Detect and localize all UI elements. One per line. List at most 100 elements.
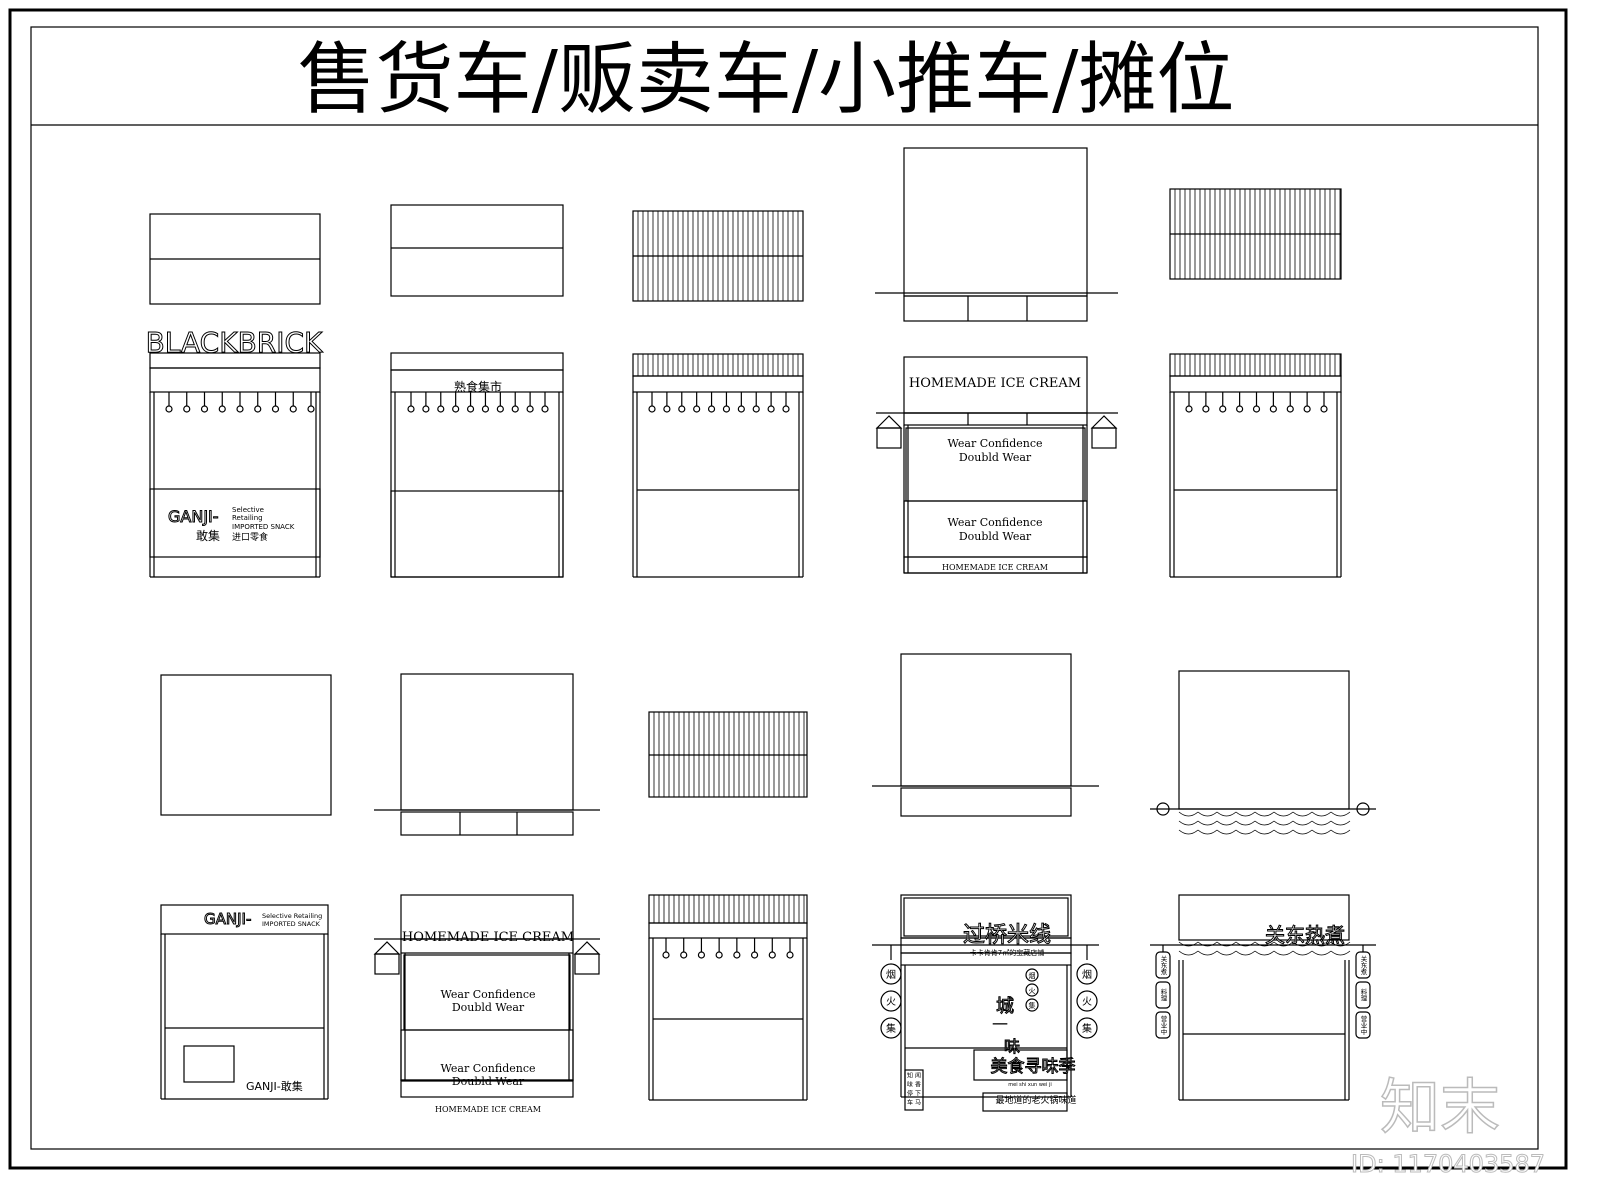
id-label: ID: 1170403587 bbox=[1351, 1150, 1545, 1178]
icecream1-panel-a-2: Doubld Wear bbox=[959, 451, 1032, 464]
bulb-icon bbox=[481, 405, 490, 413]
icecream1-panel-a-1: Wear Confidence bbox=[948, 437, 1043, 450]
roof-tile bbox=[1273, 820, 1294, 826]
noodle-sign: 过桥米线 bbox=[963, 923, 1051, 948]
roof-tile bbox=[1273, 941, 1294, 947]
lanterns: 烟火集烟火集烟火集知闻味香停下车马 bbox=[880, 951, 1371, 1107]
top-view bbox=[160, 674, 332, 816]
hanging-lamp bbox=[1091, 427, 1117, 449]
bulb-icon bbox=[750, 951, 759, 959]
side-note-char: 停 bbox=[907, 1090, 913, 1098]
wheel-icon bbox=[1156, 802, 1170, 816]
roof-tile bbox=[1311, 829, 1332, 835]
roof-tile bbox=[1216, 811, 1237, 817]
icecream2-panel-a-1: Wear Confidence bbox=[441, 988, 536, 1001]
lantern-char: 集 bbox=[1082, 1022, 1092, 1035]
side-note-char: 车 bbox=[907, 1099, 913, 1107]
lantern-char: 烟 bbox=[1082, 968, 1092, 981]
lantern-body bbox=[1155, 951, 1171, 979]
roof-tile bbox=[1330, 811, 1351, 817]
noodle-wall-3: 味 bbox=[1004, 1037, 1020, 1056]
roof-tile bbox=[1235, 829, 1256, 835]
drawer bbox=[900, 787, 1072, 817]
bulb-icon bbox=[737, 405, 745, 413]
icecream2-footer: HOMEMADE ICE CREAM bbox=[435, 1105, 541, 1114]
ganji2-sign-l2: IMPORTED SNACK bbox=[262, 920, 321, 928]
top-view bbox=[390, 204, 564, 297]
hanging-lamp bbox=[373, 941, 401, 955]
roof-tile bbox=[1254, 941, 1275, 947]
bulb-icon bbox=[1269, 405, 1277, 413]
oden-lantern-right-1: 关东煮 bbox=[1359, 954, 1367, 976]
hanging-lamp bbox=[574, 953, 600, 975]
roof-tile bbox=[1197, 941, 1218, 947]
bulb-icon bbox=[437, 405, 445, 413]
ganji-line2: Retailing bbox=[232, 514, 263, 522]
bulb-icon bbox=[1185, 405, 1193, 413]
noodle-pinyin: mei shi xun wei ji bbox=[1008, 1082, 1052, 1088]
roof-tile bbox=[1197, 950, 1218, 956]
bulb-icon bbox=[680, 951, 688, 959]
lantern-body bbox=[1355, 951, 1371, 979]
hanging-lamp bbox=[875, 415, 903, 429]
lantern-body bbox=[1155, 1011, 1171, 1039]
inner-frame bbox=[30, 26, 1539, 1150]
lantern-body bbox=[1155, 981, 1171, 1009]
bulb-icon bbox=[722, 405, 731, 413]
oden-sign: 关东热煮 bbox=[1265, 923, 1345, 947]
roof-tile bbox=[1178, 820, 1199, 826]
hanging-lamp bbox=[876, 427, 902, 449]
roof-tile bbox=[1311, 820, 1332, 826]
cart-drawings bbox=[149, 147, 1376, 1112]
roof-tile bbox=[1273, 829, 1294, 835]
counter bbox=[149, 488, 321, 558]
side-note-char: 味 bbox=[907, 1081, 913, 1089]
bulb-icon bbox=[768, 951, 776, 959]
bulb-icon bbox=[662, 951, 670, 959]
wheel-icon bbox=[1356, 802, 1370, 816]
roof-tile bbox=[1197, 820, 1218, 826]
icecream1-panel-b-2: Doubld Wear bbox=[959, 530, 1032, 543]
bulb-icon bbox=[1236, 405, 1244, 413]
wall-badge bbox=[1025, 983, 1039, 997]
bulb-icon bbox=[733, 951, 741, 959]
wall-badge-char: 集 bbox=[1029, 1001, 1036, 1010]
roof-tile bbox=[1330, 941, 1351, 947]
noodle-slogan: 最地道的老火锅味道 bbox=[995, 1094, 1076, 1106]
lantern-circle bbox=[1076, 990, 1098, 1012]
lantern-circle bbox=[880, 1017, 902, 1039]
bulb-icon bbox=[541, 405, 549, 413]
oden-lantern-right-2: 料理 bbox=[1359, 987, 1367, 1002]
roof-tile bbox=[1292, 811, 1313, 817]
roof-tile bbox=[1216, 950, 1237, 956]
watermark-logo: 知末 bbox=[1380, 1073, 1500, 1143]
canopy bbox=[900, 952, 1072, 966]
roof-tile bbox=[1178, 941, 1199, 947]
roof-tile bbox=[1292, 829, 1313, 835]
canopy bbox=[390, 352, 564, 371]
lantern-char: 火 bbox=[886, 996, 896, 1008]
roof-tile bbox=[1178, 829, 1199, 835]
bulb-icon bbox=[271, 405, 280, 413]
display-panel bbox=[183, 1045, 235, 1083]
bulb-icon bbox=[715, 951, 723, 959]
side-note-char: 香 bbox=[915, 1081, 921, 1089]
bulb-icon bbox=[407, 405, 415, 413]
roof-tile bbox=[1292, 950, 1313, 956]
roof-tile bbox=[1254, 811, 1275, 817]
lower-panel bbox=[903, 500, 1088, 558]
drawer bbox=[400, 811, 574, 836]
ganji-brand: GANJI- bbox=[168, 507, 219, 526]
hanging-lamp bbox=[374, 953, 400, 975]
bulb-icon bbox=[752, 405, 760, 413]
roof-tile bbox=[1216, 941, 1237, 947]
blackbrick-sign: BLACKBRICK bbox=[146, 326, 323, 359]
top-view bbox=[903, 147, 1088, 297]
sign-board bbox=[160, 904, 329, 935]
side-note-char: 马 bbox=[915, 1099, 921, 1107]
roof-tile bbox=[1178, 811, 1199, 817]
roof-tile bbox=[1235, 811, 1256, 817]
lantern-char: 集 bbox=[886, 1022, 896, 1035]
lantern-body bbox=[1355, 981, 1371, 1009]
canopy bbox=[149, 367, 321, 393]
